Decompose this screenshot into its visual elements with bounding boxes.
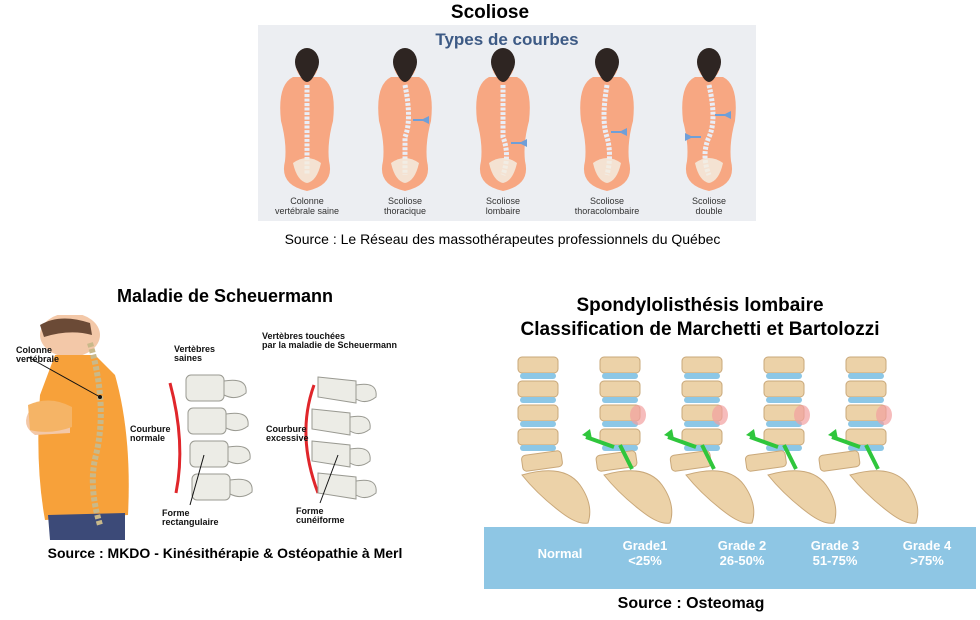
scoliosis-figure-0 (280, 48, 334, 191)
scoliosis-figure-4 (682, 48, 736, 191)
spondylolisthesis-title-1: Spondylolisthésis lombaire (576, 295, 824, 316)
wedged-vertebra-3 (317, 472, 357, 500)
scoliosis-figure-1 (378, 48, 432, 191)
grade-bar (484, 527, 976, 589)
person-figure (26, 315, 129, 540)
wedged-vertebrae (311, 376, 377, 500)
scoliosis-source: Source : Le Réseau des massothérapeutes … (284, 231, 721, 247)
scheuermann-source: Source : MKDO - Kinésithérapie & Ostéopa… (47, 545, 403, 561)
spondylolisthesis-figures (517, 356, 919, 524)
person-spine (87, 342, 104, 526)
spondylolisthesis-figure-4 (818, 356, 919, 524)
healthy-vertebra-2 (189, 440, 229, 468)
spondylolisthesis-figure-3 (744, 356, 837, 524)
scoliosis-subtitle: Types de courbes (435, 30, 579, 49)
scoliosis-figure-2 (476, 48, 530, 191)
scoliosis-figures (280, 48, 736, 191)
spondylolisthesis-figure-2 (664, 356, 755, 524)
scoliosis-title: Scoliose (450, 2, 530, 23)
wedged-vertebra-2 (311, 440, 351, 468)
spondylolisthesis-figure-0 (517, 356, 591, 524)
wedged-vertebra-0 (317, 376, 357, 404)
spondylolisthesis-title-2: Classification de Marchetti et Bartolozz… (520, 319, 880, 340)
scheuermann-illustration (26, 315, 377, 540)
healthy-vertebra-0 (185, 374, 225, 402)
wedged-vertebra-1 (311, 408, 351, 436)
grade-label-4: Grade 4>75% (902, 538, 952, 568)
scoliosis-figure-3 (580, 48, 634, 191)
scheuermann-title: Maladie de Scheuermann (116, 286, 334, 306)
grade-label-1: Grade1<25% (622, 538, 668, 568)
spondylolisthesis-source: Source : Osteomag (617, 595, 765, 612)
healthy-vertebra-1 (187, 407, 227, 435)
spondylolisthesis-figure-1 (582, 356, 673, 524)
grade-label-0: Normal (537, 546, 583, 561)
excessive-curve (304, 384, 320, 494)
normal-curve (168, 382, 182, 494)
healthy-vertebrae (185, 374, 253, 501)
